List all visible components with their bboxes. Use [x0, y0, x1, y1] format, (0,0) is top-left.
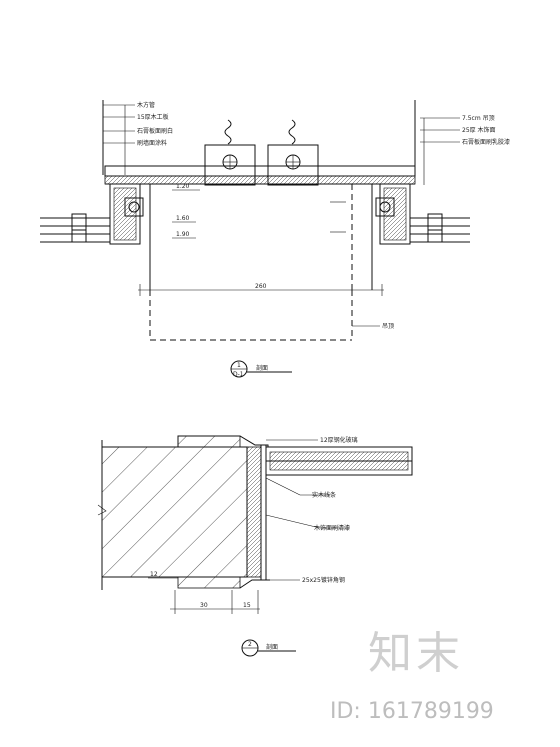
- watermark-id: ID: 161789199: [330, 699, 494, 724]
- dim-inner-3: 1.90: [176, 231, 190, 238]
- track-box-right: [267, 144, 319, 186]
- frame-strip: [246, 446, 262, 578]
- dim-b-a: 30: [200, 602, 208, 609]
- label-tr-1: 7.5cm 吊顶: [462, 115, 495, 122]
- spring-left-icon: [224, 119, 232, 145]
- wall-block-left: [109, 183, 141, 245]
- dim-inner-1: 1.20: [176, 183, 190, 190]
- wall-hatched: [101, 446, 248, 578]
- dim-b-b: 15: [243, 602, 251, 609]
- dim-inner-2: 1.60: [176, 215, 190, 222]
- label-b-4: 25x25镀锌角钢: [302, 576, 345, 584]
- spring-right-icon: [288, 119, 296, 145]
- section-detail-bottom: [97, 435, 413, 657]
- watermark-brand: 知末: [368, 628, 464, 679]
- callout-2-title: 剖面: [266, 643, 278, 651]
- label-tl-4: 刷墙面涂料: [137, 139, 167, 147]
- callout-2-num: 2: [248, 641, 252, 648]
- section-plan-top: [40, 100, 470, 378]
- callout-1-sheet: D-1: [233, 371, 244, 378]
- callout-1-title: 剖面: [256, 364, 268, 372]
- track-box-left: [204, 144, 256, 186]
- label-b-3: 木饰面刷清漆: [314, 524, 350, 532]
- dim-bottom: 260: [255, 283, 267, 290]
- label-tr-3: 石膏板面刷乳胶漆: [462, 138, 510, 146]
- ceiling-board: [104, 165, 416, 177]
- wall-block-right: [379, 183, 411, 245]
- label-tr-2: 25厚 木饰面: [462, 126, 496, 134]
- label-b-2: 实木线条: [312, 491, 336, 499]
- label-tl-1: 木方管: [137, 101, 155, 109]
- note-right: 吊顶: [382, 323, 394, 330]
- callout-1-num: 1: [237, 362, 241, 369]
- label-tl-3: 石膏板面刷白: [137, 127, 173, 135]
- dim-b-left: 12: [150, 571, 158, 578]
- label-tl-2: 15厚木工板: [137, 113, 169, 121]
- label-b-1: 12厚钢化玻璃: [320, 436, 358, 444]
